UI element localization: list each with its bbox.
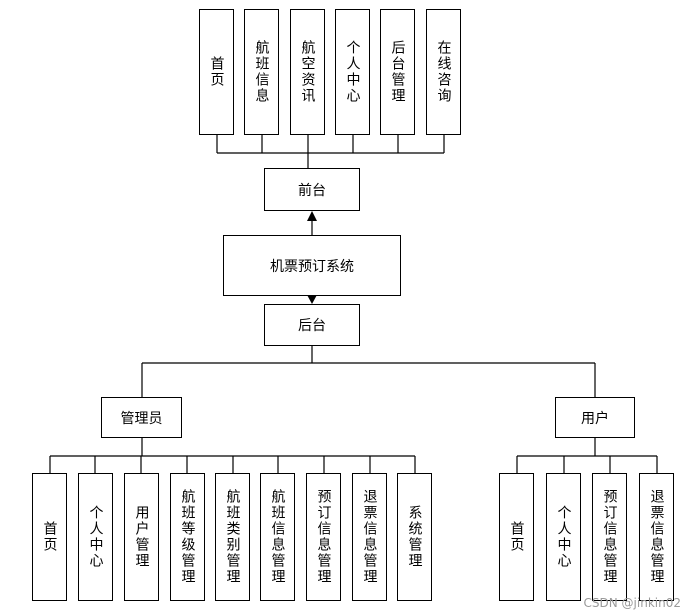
front-label: 前台 <box>298 182 326 199</box>
top-item-label: 在线咨询 <box>435 40 452 104</box>
top-item-aviation-news: 航空资讯 <box>290 9 325 135</box>
admin-item-personal-center: 个人中心 <box>78 473 113 601</box>
user-item-label: 预订信息管理 <box>601 489 618 585</box>
admin-item-label: 预订信息管理 <box>315 489 332 585</box>
system-box: 机票预订系统 <box>223 235 401 296</box>
top-item-online-consult: 在线咨询 <box>426 9 461 135</box>
back-label: 后台 <box>298 318 326 334</box>
top-item-label: 航班信息 <box>253 40 270 104</box>
top-item-label: 个人中心 <box>344 40 361 104</box>
top-item-label: 后台管理 <box>389 40 406 104</box>
admin-item-label: 系统管理 <box>406 505 423 569</box>
admin-item-flight-info-mgmt: 航班信息管理 <box>260 473 295 601</box>
admin-item-system-mgmt: 系统管理 <box>397 473 432 601</box>
admin-item-user-mgmt: 用户管理 <box>124 473 159 601</box>
top-item-flight-info: 航班信息 <box>244 9 279 135</box>
user-item-refund-mgmt: 退票信息管理 <box>639 473 674 601</box>
top-item-admin-panel: 后台管理 <box>380 9 415 135</box>
top-item-label: 航空资讯 <box>299 40 316 104</box>
admin-item-flight-category-mgmt: 航班类别管理 <box>215 473 250 601</box>
user-item-personal-center: 个人中心 <box>546 473 581 601</box>
back-box: 后台 <box>264 304 360 346</box>
admin-item-booking-mgmt: 预订信息管理 <box>306 473 341 601</box>
admin-item-flight-class-mgmt: 航班等级管理 <box>170 473 205 601</box>
user-item-label: 退票信息管理 <box>648 489 665 585</box>
user-label: 用户 <box>581 410 609 427</box>
admin-item-label: 用户管理 <box>133 505 150 569</box>
user-item-home: 首页 <box>499 473 534 601</box>
admin-item-label: 首页 <box>41 521 58 553</box>
system-label: 机票预订系统 <box>270 258 354 275</box>
admin-label: 管理员 <box>120 410 163 427</box>
admin-item-label: 航班信息管理 <box>269 489 286 585</box>
top-item-label: 首页 <box>208 56 225 88</box>
user-box: 用户 <box>555 397 635 438</box>
admin-item-label: 个人中心 <box>87 505 104 569</box>
top-item-home: 首页 <box>199 9 234 135</box>
front-box: 前台 <box>264 168 360 211</box>
user-item-label: 首页 <box>508 521 525 553</box>
admin-item-label: 航班等级管理 <box>179 489 196 585</box>
admin-item-refund-mgmt: 退票信息管理 <box>352 473 387 601</box>
admin-box: 管理员 <box>101 397 182 438</box>
admin-item-home: 首页 <box>32 473 67 601</box>
user-item-booking-mgmt: 预订信息管理 <box>592 473 627 601</box>
user-item-label: 个人中心 <box>555 505 572 569</box>
watermark: CSDN @jinkin02 <box>583 596 681 610</box>
top-item-personal-center: 个人中心 <box>335 9 370 135</box>
admin-item-label: 退票信息管理 <box>361 489 378 585</box>
admin-item-label: 航班类别管理 <box>224 489 241 585</box>
